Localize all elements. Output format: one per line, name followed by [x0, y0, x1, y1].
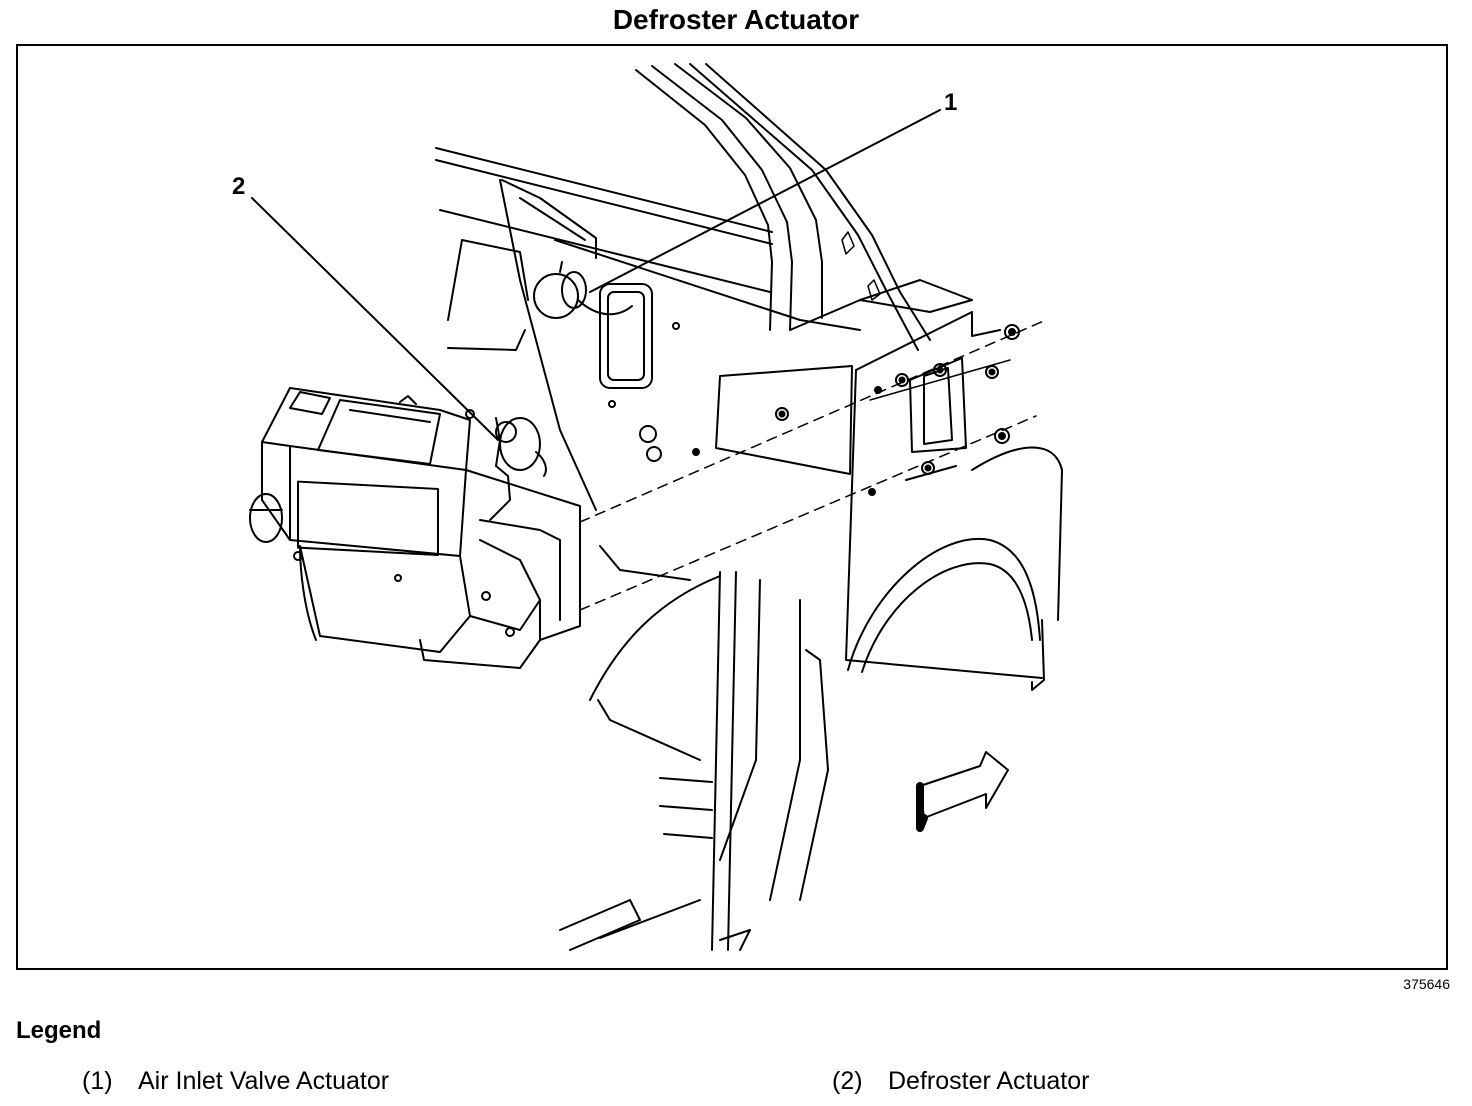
legend-item-number: (2)	[832, 1067, 863, 1095]
air-inlet-valve-actuator	[533, 261, 633, 319]
fender	[715, 311, 1063, 691]
callout-2: 2	[232, 173, 245, 200]
hvac-module	[249, 387, 581, 669]
forward-arrow-icon	[916, 751, 1009, 832]
vehicle-illustration: 1 2	[232, 63, 1063, 951]
installation-lines	[579, 319, 1047, 611]
legend-item-2: (2) Defroster Actuator	[832, 1067, 1089, 1096]
illustration-frame	[16, 44, 1448, 970]
legend-item-number: (1)	[82, 1067, 113, 1095]
door-pillar	[559, 545, 829, 951]
legend-item-label: Air Inlet Valve Actuator	[138, 1067, 390, 1095]
dash-panel	[435, 147, 973, 511]
callout-1: 1	[944, 89, 957, 116]
figure-number: 375646	[1403, 976, 1450, 992]
legend-item-label: Defroster Actuator	[888, 1067, 1090, 1095]
a-pillar	[635, 63, 931, 351]
legend-item-1: (1) Air Inlet Valve Actuator	[82, 1067, 389, 1096]
legend-heading: Legend	[16, 1017, 102, 1044]
diagram-title: Defroster Actuator	[612, 4, 860, 35]
fasteners	[692, 324, 1020, 496]
callout-leaders	[251, 109, 941, 441]
